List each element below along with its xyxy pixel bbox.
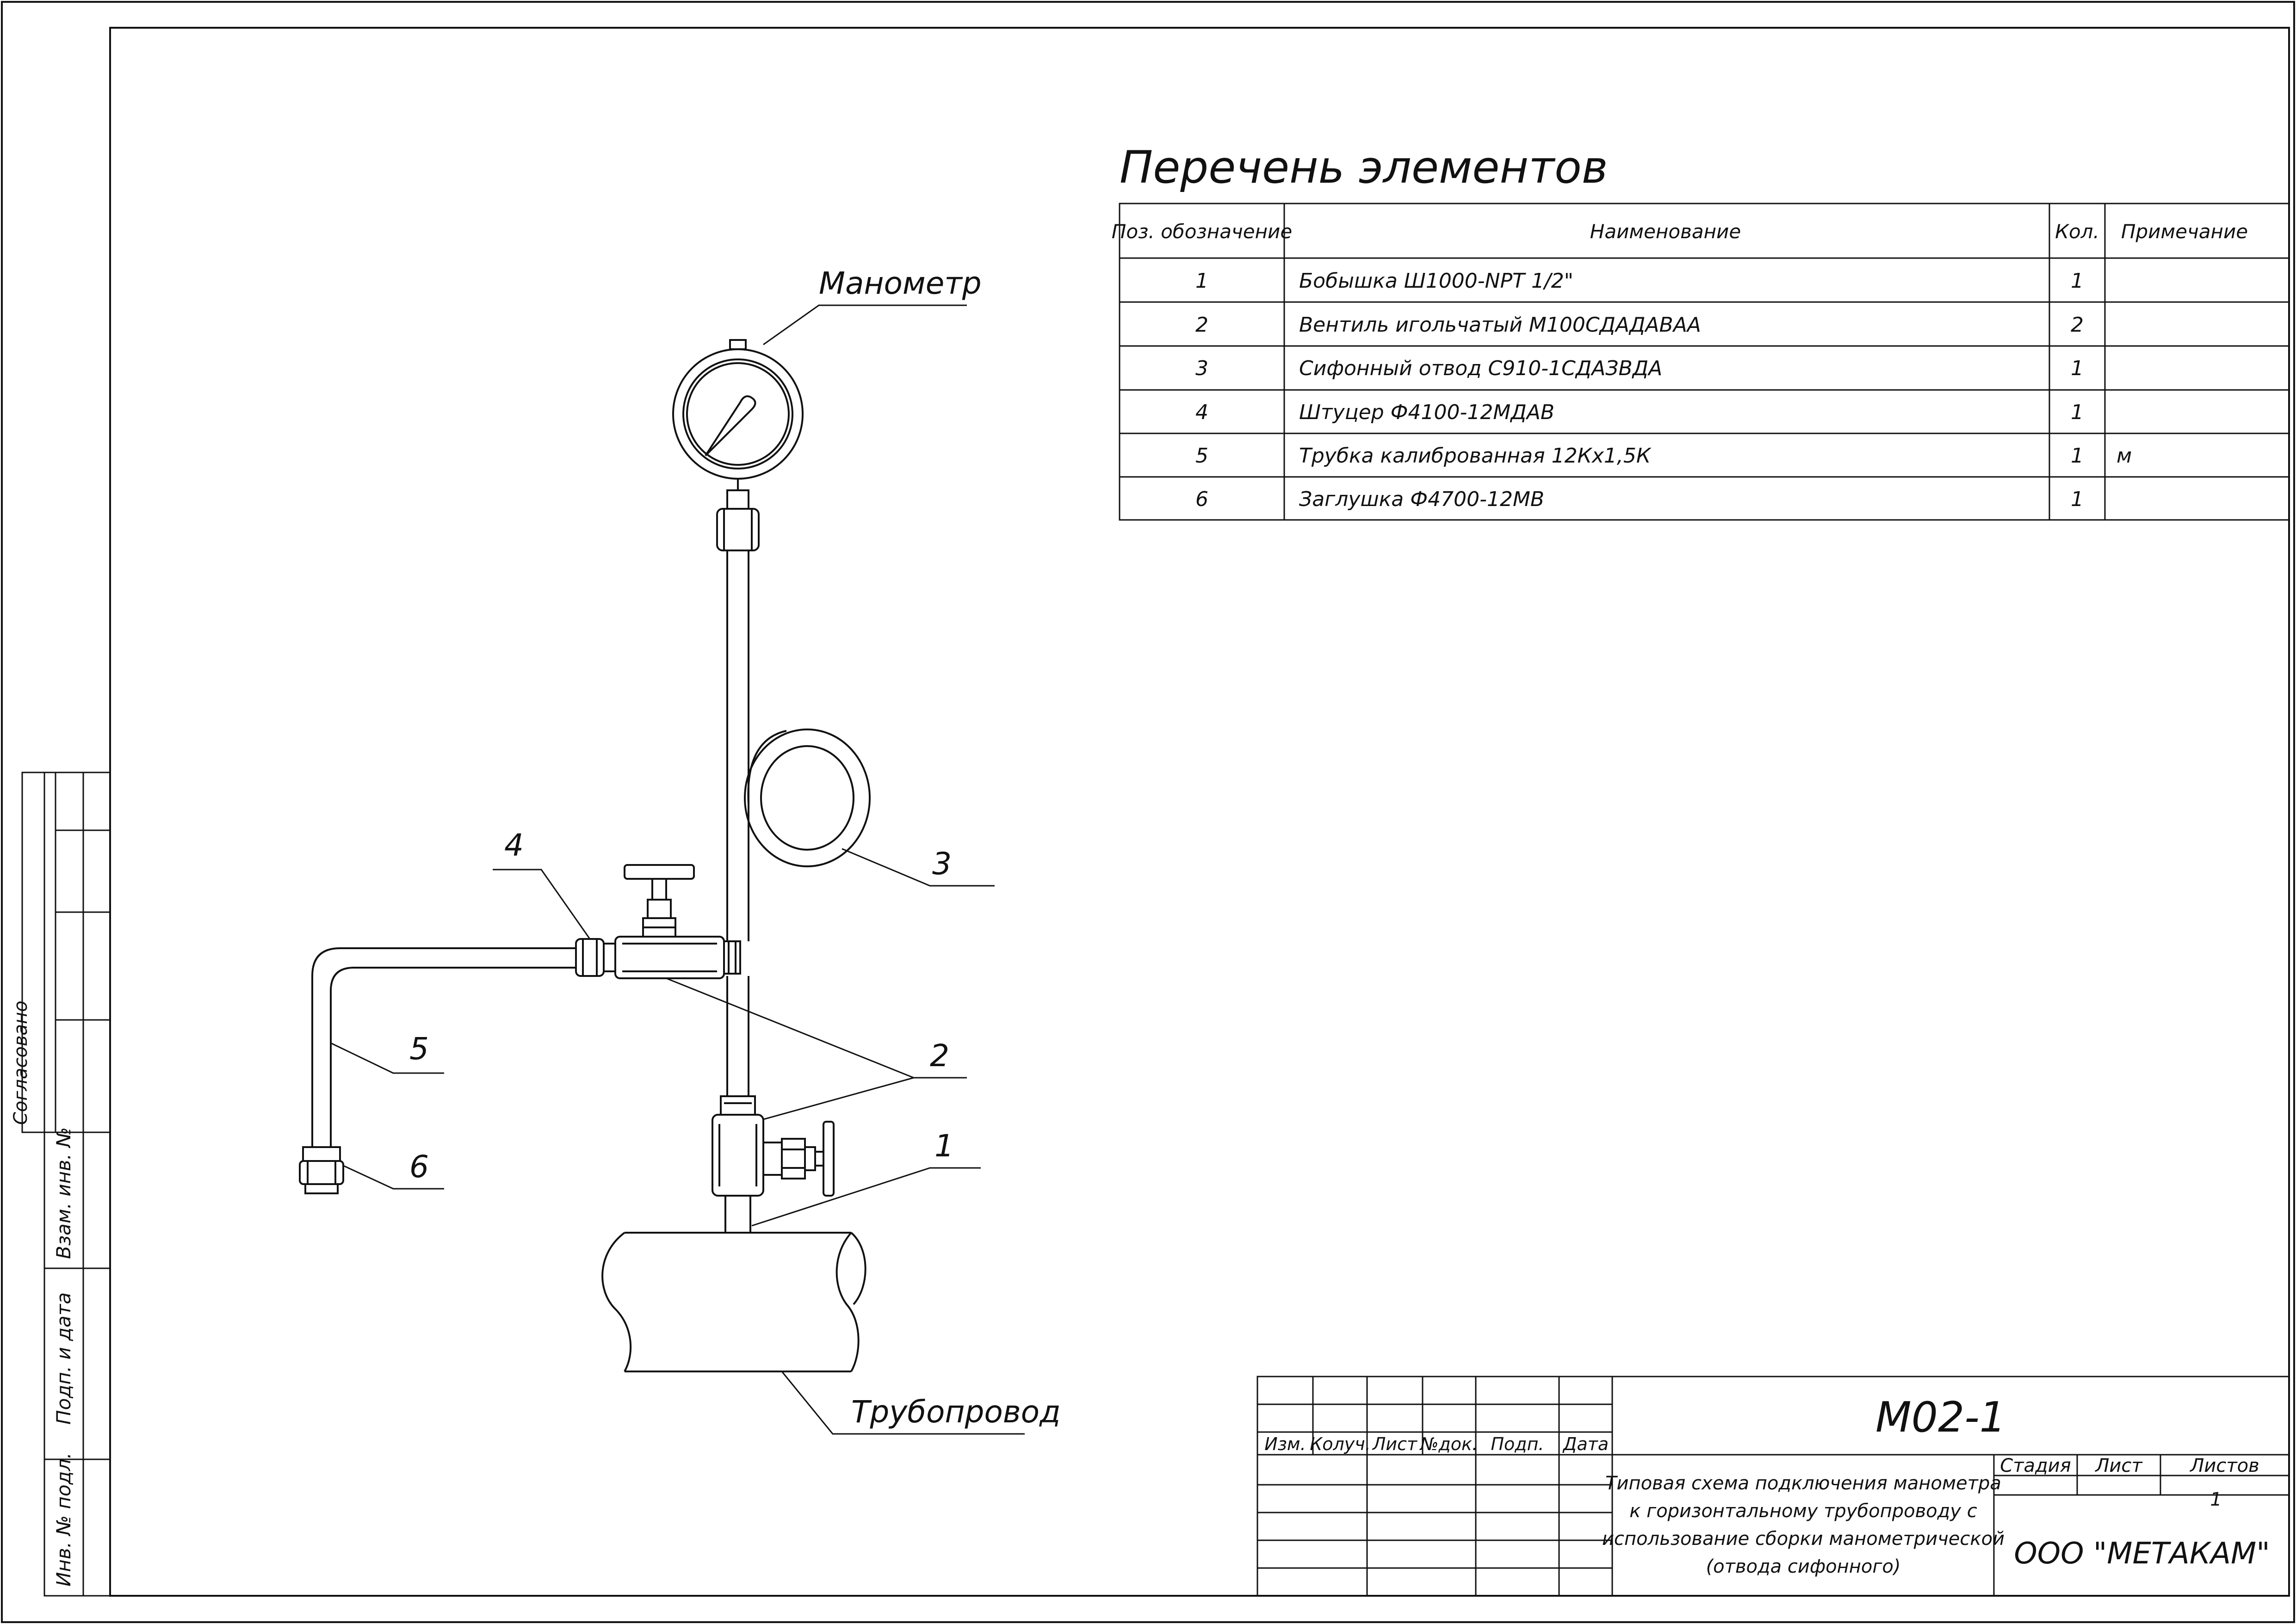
table-cell-name: Сифонный отвод С910-1СДАЗВДА (1299, 357, 1662, 380)
table-cell-name: Трубка калиброванная 12Кх1,5К (1299, 444, 1652, 468)
table-cell-qty: 1 (2071, 488, 2084, 511)
side-agreed-label: Согласовано (10, 1000, 31, 1125)
tb-stage-label: Стадия (2000, 1455, 2071, 1476)
manometer-gauge (672, 339, 804, 490)
table-header-pos: Поз. обозначение (1112, 220, 1292, 243)
table-cell-qty: 1 (2071, 269, 2084, 293)
lower-needle-valve (712, 1095, 835, 1197)
fitting-symbol (575, 938, 616, 977)
side-inv-podl-label: Инв. № подл. (52, 1452, 75, 1587)
leader-pos5 (330, 1042, 444, 1074)
table-cell-qty: 1 (2071, 444, 2084, 468)
table-cell-pos: 3 (1195, 357, 1208, 380)
tb-col-ndok: №док. (1419, 1434, 1478, 1454)
table-cell-pos: 6 (1195, 488, 1208, 511)
inner-frame (109, 27, 2290, 1597)
table-cell-pos: 5 (1195, 444, 1208, 468)
table-cell-pos: 1 (1195, 269, 1208, 293)
tb-col-data: Дата (1562, 1434, 1609, 1454)
leader-pos2-lower (763, 1077, 914, 1120)
leader-manometer (763, 304, 967, 346)
table-cell-pos: 4 (1195, 401, 1208, 424)
tb-description-line: Типовая схема подключения манометра (1605, 1473, 2001, 1494)
side-podp-data-label: Подп. и дата (52, 1292, 75, 1425)
table-cell-name: Заглушка Ф4700-12МВ (1299, 488, 1544, 511)
table-cell-qty: 1 (2071, 401, 2084, 424)
label-pos1: 1 (934, 1128, 954, 1164)
tb-company: ООО "МЕТАКАМ" (2014, 1537, 2270, 1571)
schematic (299, 304, 1025, 1435)
title-block (1256, 1376, 2290, 1597)
tb-col-izm: Изм. (1264, 1434, 1306, 1454)
upper-needle-valve (614, 864, 741, 979)
list-title: Перечень элементов (1120, 142, 1608, 193)
table-row: 3 Сифонный отвод С910-1СДАЗВДА 1 (1195, 357, 2084, 380)
calibrated-tube (311, 947, 576, 1147)
side-vzam-label: Взам. инв. № (52, 1127, 75, 1259)
boss-symbol (719, 1195, 756, 1233)
table-row: 6 Заглушка Ф4700-12МВ 1 (1195, 488, 2084, 511)
table-cell-qty: 1 (2071, 357, 2084, 380)
label-manometer: Манометр (819, 266, 982, 301)
tb-col-podp: Подп. (1491, 1434, 1544, 1454)
table-header-note: Примечание (2121, 220, 2248, 243)
table-row: 1 Бобышка Ш1000-NPT 1/2" 1 (1195, 269, 2084, 293)
label-pos3: 3 (932, 846, 952, 882)
tb-description-line: использование сборки манометрической (1602, 1528, 2005, 1550)
tb-description-line: к горизонтальному трубопроводу с (1629, 1501, 1977, 1522)
table-cell-note: м (2117, 444, 2132, 468)
table-row: 5 Трубка калиброванная 12Кх1,5К 1 м (1195, 444, 2132, 468)
tb-col-koluch: Колуч. (1310, 1434, 1371, 1454)
manometer-adapter (716, 489, 760, 551)
leader-pos3 (842, 848, 995, 887)
label-pos5: 5 (409, 1031, 429, 1067)
table-cell-qty: 2 (2071, 313, 2084, 337)
label-pos2: 2 (930, 1038, 949, 1074)
label-pipeline: Трубопровод (851, 1394, 1061, 1430)
tb-description-line: (отвода сифонного) (1706, 1556, 1901, 1577)
table-header-qty: Кол. (2055, 220, 2099, 243)
table-cell-name: Бобышка Ш1000-NPT 1/2" (1299, 269, 1573, 293)
table-cell-pos: 2 (1195, 313, 1208, 337)
leader-pos6 (343, 1165, 444, 1190)
elements-table (1119, 203, 2290, 521)
leader-pipeline (781, 1371, 1025, 1435)
tb-designation: М02-1 (1875, 1393, 2006, 1442)
plug-symbol (299, 1146, 344, 1194)
leader-pos2-upper (666, 977, 967, 1079)
table-row: 4 Штуцер Ф4100-12МДАВ 1 (1195, 401, 2084, 424)
leader-pos4 (493, 869, 591, 939)
label-pos4: 4 (504, 827, 524, 863)
table-cell-name: Вентиль игольчатый М100СДАДАВАА (1299, 313, 1701, 337)
tb-col-list: Лист (1372, 1434, 1418, 1454)
table-cell-name: Штуцер Ф4100-12МДАВ (1299, 401, 1554, 424)
leader-pos1 (751, 1167, 981, 1227)
pipeline-symbol (601, 1232, 866, 1372)
siphon-coil (744, 729, 871, 867)
label-pos6: 6 (409, 1149, 429, 1185)
table-row: 2 Вентиль игольчатый М100СДАДАВАА 2 (1195, 313, 2084, 337)
tb-sheet-label: Лист (2094, 1455, 2143, 1476)
tb-sheets-label: Листов (2189, 1455, 2259, 1476)
side-stamp (21, 772, 111, 1597)
tb-sheets-value: 1 (2210, 1489, 2222, 1510)
table-header-name: Наименование (1590, 220, 1741, 243)
